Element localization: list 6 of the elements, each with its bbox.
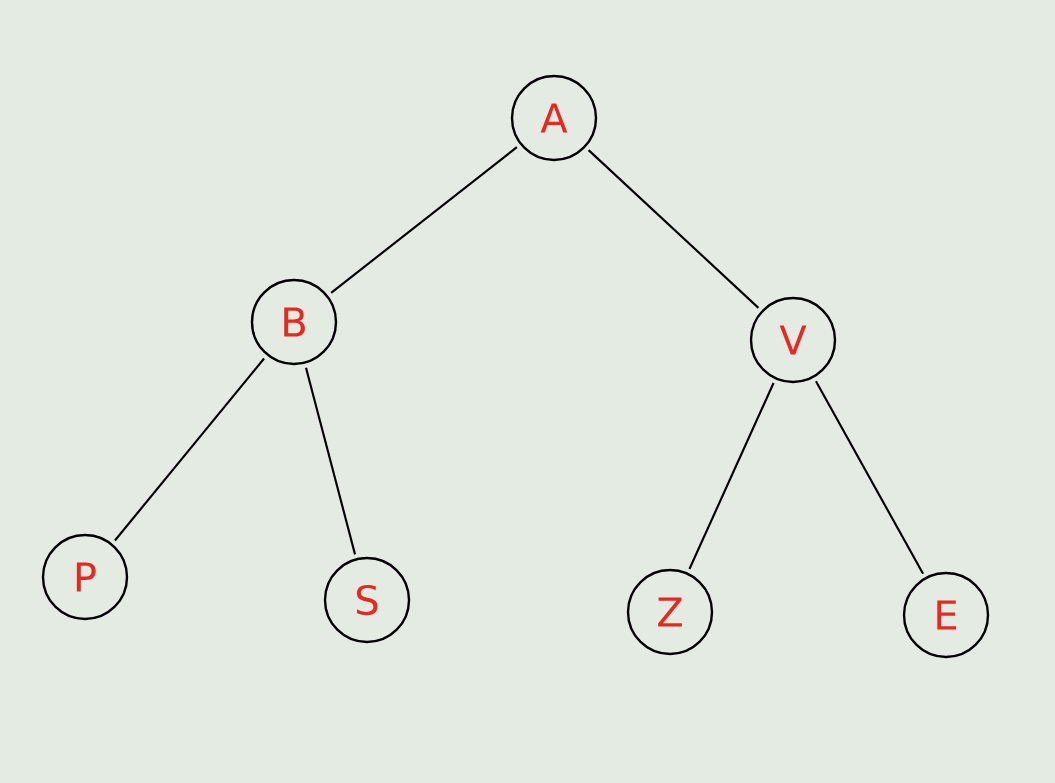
tree-edge	[304, 367, 357, 555]
tree-edge	[815, 380, 924, 575]
tree-edge	[114, 357, 265, 542]
tree-edge	[688, 382, 775, 570]
tree-edge	[330, 146, 518, 294]
tree-edge	[587, 149, 760, 309]
